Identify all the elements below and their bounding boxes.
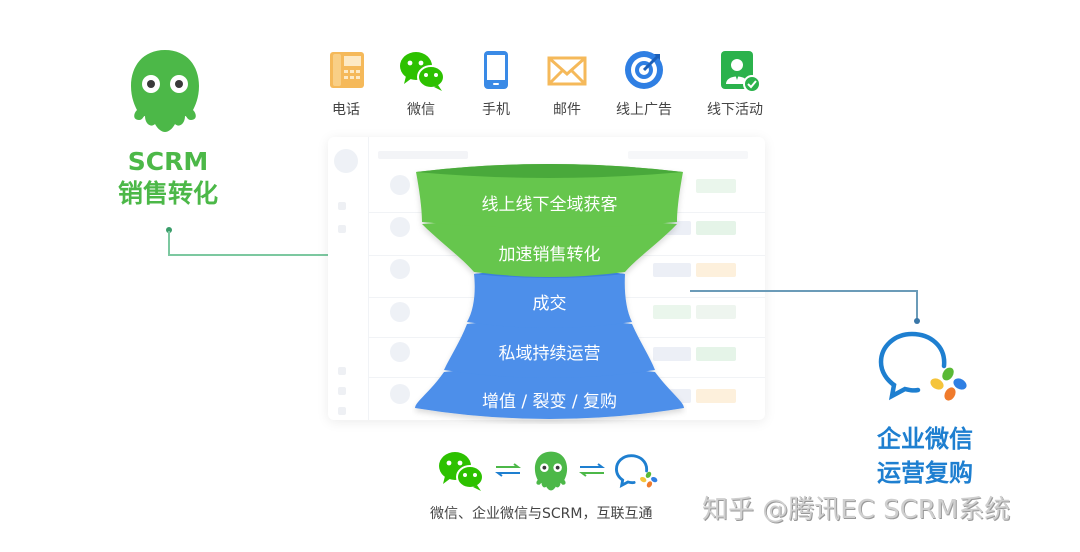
right-connector-dot <box>914 318 920 324</box>
funnel: 线上线下全域获客 加速销售转化 成交 私域持续运营 增值 / 裂变 / 复购 <box>412 162 687 424</box>
exchange-arrows-icon <box>578 462 606 477</box>
exchange-arrows-icon <box>494 462 522 477</box>
left-connector-horizontal <box>168 254 411 256</box>
octopus-mascot-icon <box>127 48 203 134</box>
funnel-layer-acquisition: 线上线下全域获客 <box>481 195 618 215</box>
bottom-wechat-icon <box>437 450 485 492</box>
left-connector-dot <box>166 227 172 233</box>
funnel-layer-deal: 成交 <box>532 294 567 314</box>
phone-icon <box>328 50 368 90</box>
funnel-layer-conversion: 加速销售转化 <box>498 245 601 265</box>
left-connector-vertical <box>168 231 170 255</box>
channel-label-phone: 电话 <box>332 102 360 118</box>
target-icon <box>624 50 664 90</box>
watermark: 知乎 @腾讯EC SCRM系统 <box>702 495 1011 525</box>
wechat-icon <box>398 50 446 91</box>
scrm-title: SCRM 销售转化 <box>100 146 236 210</box>
wecom-title: 企业微信 运营复购 <box>850 422 1000 490</box>
channel-label-offline-event: 线下活动 <box>707 102 763 118</box>
channel-label-mail: 邮件 <box>553 102 581 118</box>
funnel-layer-private-domain: 私域持续运营 <box>498 344 601 364</box>
wecom-icon <box>878 330 970 402</box>
panel-avatar <box>334 149 358 173</box>
right-connector-vertical <box>916 290 918 322</box>
channel-label-mobile: 手机 <box>482 102 510 118</box>
channel-label-online-ad: 线上广告 <box>616 102 672 118</box>
funnel-layer-repurchase: 增值 / 裂变 / 复购 <box>481 392 618 412</box>
bottom-wecom-icon <box>614 452 659 490</box>
scrm-title-line2: 销售转化 <box>117 179 218 208</box>
user-check-icon <box>720 50 761 93</box>
mobile-icon <box>482 50 522 90</box>
bottom-octopus-mascot-icon <box>533 450 569 492</box>
wecom-title-line2: 运营复购 <box>877 459 973 487</box>
wecom-title-line1: 企业微信 <box>877 425 973 453</box>
right-connector-horizontal <box>690 290 918 292</box>
integration-caption: 微信、企业微信与SCRM，互联互通 <box>430 506 653 522</box>
mail-icon <box>547 50 587 90</box>
scrm-title-line1: SCRM <box>127 147 209 176</box>
channel-label-wechat: 微信 <box>407 102 435 118</box>
